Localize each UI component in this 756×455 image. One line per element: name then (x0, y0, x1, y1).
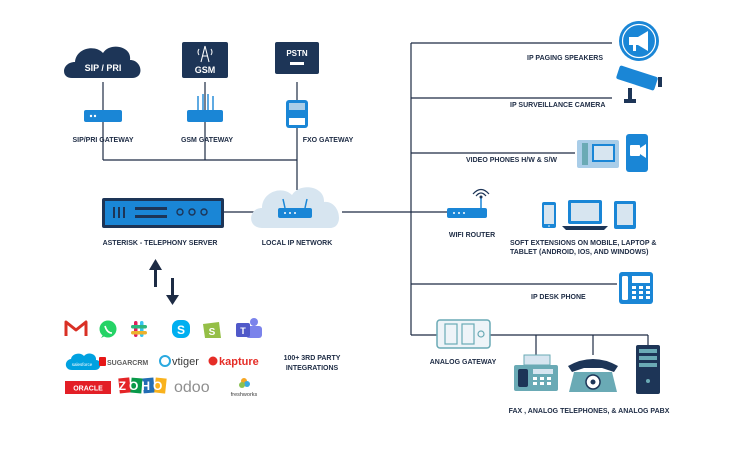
video-phone-icon (577, 140, 619, 168)
sip-gateway-label: SIP/PRI GATEWAY (72, 137, 133, 144)
camera-label: IP SURVEILLANCE CAMERA (510, 102, 605, 109)
analog-gateway-device (436, 319, 491, 349)
sip-gateway-device: SIP/PRI GATEWAY (72, 110, 134, 144)
desk-phone-label: IP DESK PHONE (531, 294, 586, 301)
connection-wires (102, 42, 649, 355)
whatsapp-icon (99, 320, 117, 338)
paging-label: IP PAGING SPEAKERS (527, 55, 603, 62)
salesforce-text: salesforce (72, 362, 93, 367)
sip-pri-cloud: SIP / PRI (64, 46, 141, 78)
video-camera-icon (626, 134, 648, 172)
pstn-box: PSTN (275, 42, 319, 74)
tablet-icon (614, 201, 636, 229)
tower-icon (197, 45, 213, 63)
soft-ext-line2: TABLET (ANDROID, IOS, AND WINDOWS) (510, 249, 648, 256)
server-label: ASTERISK - TELEPHONY SERVER (103, 240, 218, 247)
skype-icon: S (172, 320, 190, 338)
bidirectional-arrows-icon (149, 259, 179, 305)
mobile-icon (542, 202, 556, 228)
wifi-router-label: WIFI ROUTER (449, 232, 495, 239)
soft-ext-line1: SOFT EXTENSIONS ON MOBILE, LAPTOP & (510, 240, 656, 247)
network-router-icon (278, 198, 312, 218)
integrations-label-line2: INTEGRATIONS (286, 365, 339, 372)
shopify-icon: S (203, 322, 221, 338)
camera-icon (616, 65, 662, 103)
megaphone-icon (619, 21, 659, 61)
salesforce-logo: salesforce (65, 353, 101, 370)
desk-phone-icon (619, 272, 653, 304)
integrations-label-line1: 100+ 3RD PARTY (284, 355, 341, 362)
network-label: LOCAL IP NETWORK (262, 240, 333, 247)
local-ip-network-cloud: LOCAL IP NETWORK (251, 187, 339, 247)
vtiger-text: vtiger (172, 356, 199, 368)
slack-icon (131, 321, 147, 337)
gmail-icon (64, 320, 88, 336)
sip-pri-label: SIP / PRI (85, 63, 122, 73)
kapture-text: kapture (219, 356, 259, 368)
freshworks-logo: freshworks (231, 378, 258, 398)
router-icon (447, 188, 490, 218)
sugarcrm-logo: SUGARCRM (99, 357, 148, 367)
fxo-gateway-device: FXO GATEWAY (286, 100, 354, 144)
oracle-logo: ORACLE (65, 381, 111, 394)
fxo-gateway-label: FXO GATEWAY (303, 137, 354, 144)
svg-text:S: S (209, 327, 216, 338)
odoo-logo: odoo (174, 379, 210, 396)
gsm-label: GSM (195, 65, 216, 75)
odoo-text: odoo (174, 379, 210, 396)
integration-logos: S S T salesforce SUGARCRM vtiger (64, 318, 262, 398)
svg-text:T: T (240, 326, 246, 336)
zoho-text: ZOHO (119, 379, 166, 393)
teams-icon: T (236, 318, 262, 338)
analog-gateway-label: ANALOG GATEWAY (430, 359, 497, 366)
kapture-logo: kapture (208, 356, 259, 368)
oracle-text: ORACLE (73, 386, 103, 393)
gsm-gateway-label: GSM GATEWAY (181, 137, 233, 144)
zoho-logo: ZOHO (118, 377, 167, 394)
sugarcrm-text: SUGARCRM (107, 360, 148, 367)
analog-devices-label: FAX , ANALOG TELEPHONES, & ANALOG PABX (509, 408, 670, 415)
laptop-icon (562, 200, 608, 230)
telephone-icon (568, 359, 618, 392)
gsm-tower: GSM (182, 42, 228, 78)
telephony-server: ASTERISK - TELEPHONY SERVER (102, 198, 224, 247)
pstn-label: PSTN (286, 49, 308, 58)
freshworks-text: freshworks (231, 392, 258, 398)
video-phones-label: VIDEO PHONES H/W & S/W (466, 157, 557, 164)
gsm-gateway-device: GSM GATEWAY (181, 94, 233, 144)
pabx-icon (636, 345, 660, 394)
svg-text:S: S (177, 323, 185, 337)
fax-icon (514, 354, 558, 391)
vtiger-logo: vtiger (159, 355, 199, 368)
